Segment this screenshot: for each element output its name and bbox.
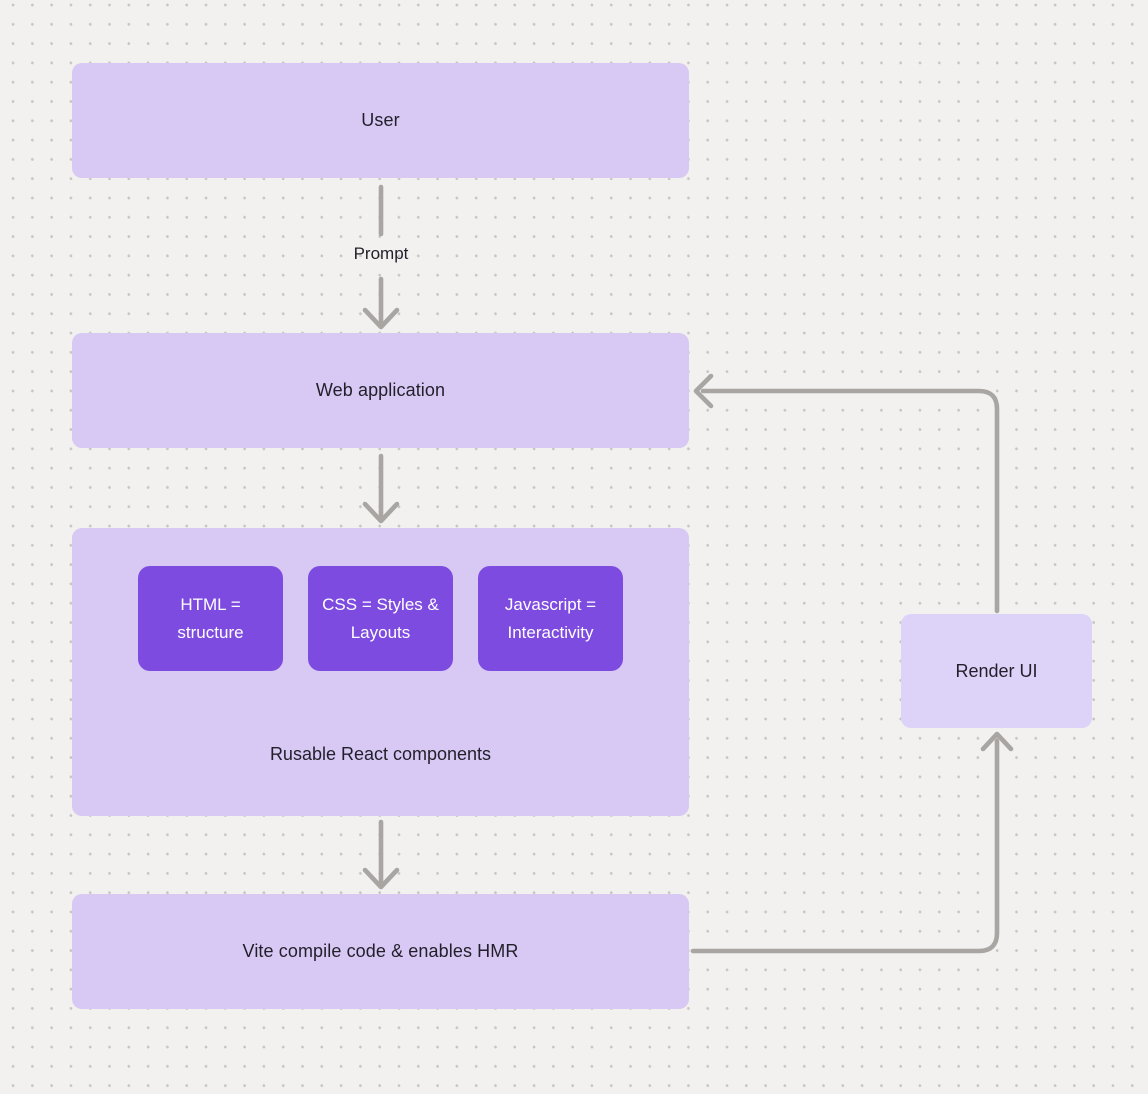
user-node[interactable]: User	[72, 63, 689, 178]
javascript-interactivity-node-label: Javascript = Interactivity	[504, 594, 597, 642]
css-styles-node[interactable]: CSS = Styles & Layouts	[308, 566, 453, 671]
vite-node[interactable]: Vite compile code & enables HMR	[72, 894, 689, 1009]
javascript-interactivity-node[interactable]: Javascript = Interactivity	[478, 566, 623, 671]
connector-vite-to-renderui[interactable]	[690, 731, 1014, 954]
html-structure-node-label: HTML = structure	[177, 594, 244, 642]
connector-components-to-vite[interactable]	[362, 819, 400, 890]
web-application-node-label: Web application	[315, 380, 446, 400]
arrowhead-left-icon	[693, 373, 714, 409]
web-application-node[interactable]: Web application	[72, 333, 689, 448]
vite-node-label: Vite compile code & enables HMR	[242, 941, 519, 961]
arrowhead-down-icon	[362, 307, 400, 330]
css-styles-node-label: CSS = Styles & Layouts	[322, 594, 439, 642]
connector-webapp-to-components[interactable]	[362, 453, 400, 524]
prompt-edge-label: Prompt	[353, 244, 409, 263]
user-node-label: User	[361, 110, 400, 130]
connector-stem	[690, 738, 1000, 954]
render-ui-node-label: Render UI	[955, 660, 1038, 681]
connector-renderui-to-webapp[interactable]	[693, 373, 1000, 614]
render-ui-node[interactable]: Render UI	[901, 614, 1092, 728]
components-group-caption: Rusable React components	[269, 744, 492, 764]
components-group-node[interactable]: HTML = structure CSS = Styles & Layouts …	[72, 528, 689, 816]
connector-stem	[700, 388, 1000, 614]
html-structure-node[interactable]: HTML = structure	[138, 566, 283, 671]
arrowhead-down-icon	[362, 501, 400, 524]
arrowhead-up-icon	[980, 731, 1014, 752]
arrowhead-down-icon	[362, 867, 400, 890]
